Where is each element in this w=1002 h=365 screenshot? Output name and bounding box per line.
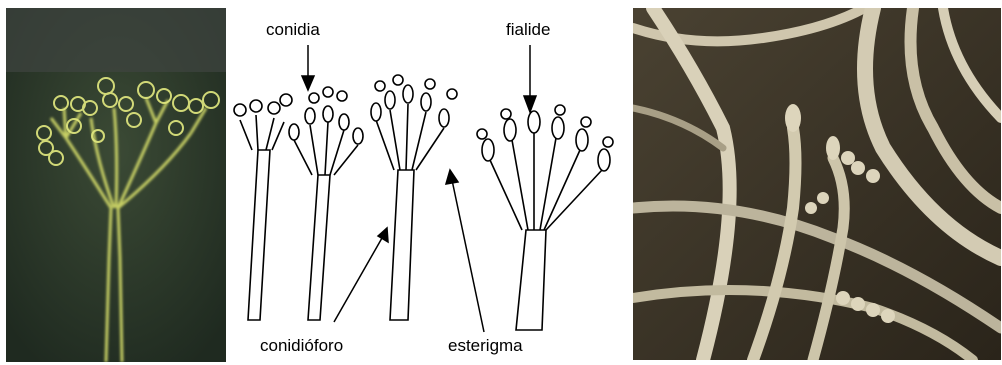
conidiophore-drawing <box>230 0 630 365</box>
conidia-arrowhead <box>302 76 314 90</box>
electron-micrograph <box>633 8 1001 360</box>
labeled-drawing-panel: conidia fialide conidióforo esterigma <box>230 0 630 365</box>
electron-micrograph-panel <box>633 8 1001 360</box>
label-conidia: conidia <box>266 20 320 40</box>
annotation-arrows <box>302 45 536 332</box>
conidioforo-arrowhead <box>378 228 388 242</box>
fialide-arrowhead <box>524 96 536 112</box>
conidiophore-stalk-4 <box>516 230 546 330</box>
conidiophore-stalk-1 <box>248 150 270 320</box>
esterigma-arrowhead <box>446 170 458 184</box>
light-micrograph-panel <box>6 8 226 362</box>
label-fialide: fialide <box>506 20 550 40</box>
label-esterigma: esterigma <box>448 336 523 356</box>
conidioforo-arrow <box>334 238 382 322</box>
esterigma-arrow <box>452 180 484 332</box>
conidiophore-stalk-2 <box>308 175 330 320</box>
light-micrograph <box>6 8 226 362</box>
label-conidioforo: conidióforo <box>260 336 343 356</box>
conidiophore-stalk-3 <box>390 170 414 320</box>
